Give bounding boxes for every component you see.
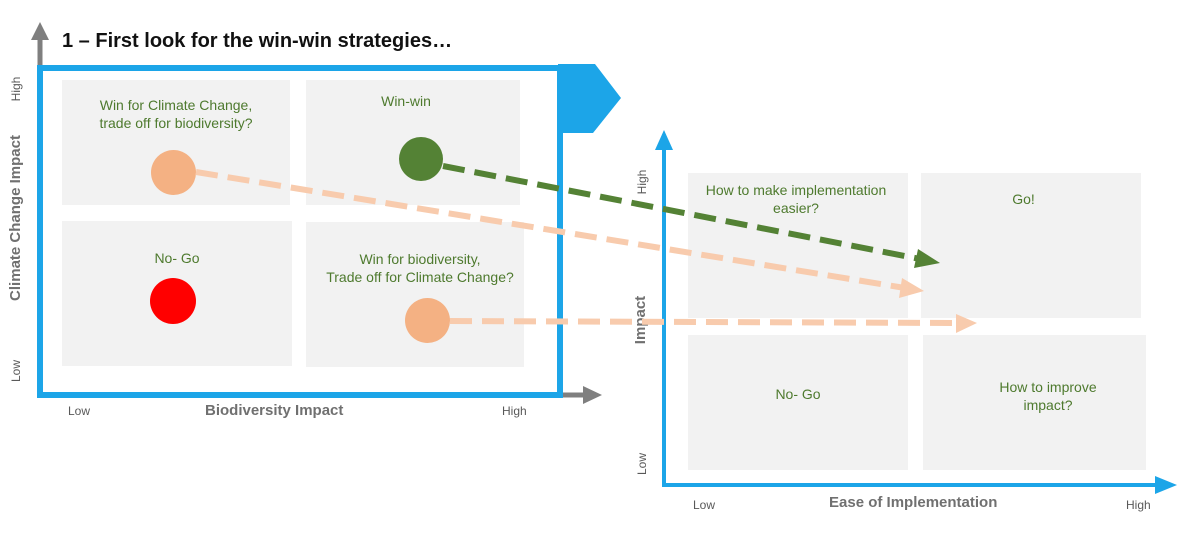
left-quadrant-top-right-label: Win-win bbox=[381, 93, 431, 109]
right-quadrant-top-right-label: Go! bbox=[1012, 191, 1035, 207]
right-x-axis-low-label: Low bbox=[693, 498, 716, 512]
left-frame-flag bbox=[558, 64, 621, 133]
left-x-axis-low-label: Low bbox=[68, 404, 91, 418]
right-quadrant-bottom-right bbox=[923, 335, 1146, 470]
diagram-title: 1 – First look for the win-win strategie… bbox=[62, 30, 453, 52]
right-y-axis-arrowhead bbox=[655, 130, 673, 150]
left-quadrant-bottom-left-label: No- Go bbox=[154, 250, 200, 266]
right-quadrant-bottom-right-label: How to improve impact? bbox=[999, 379, 1097, 413]
left-y-axis-arrowhead bbox=[31, 22, 49, 40]
left-x-axis-arrowhead bbox=[583, 386, 602, 404]
trade-off-biodiversity-dot bbox=[405, 298, 450, 343]
climate-tradeoff-arrowhead bbox=[899, 278, 924, 298]
climate-tradeoff-arrow-line bbox=[195, 169, 906, 291]
left-x-axis-title: Biodiversity Impact bbox=[205, 402, 344, 419]
right-quadrant-bottom-left-label: No- Go bbox=[775, 386, 821, 402]
left-quadrant-top-left-label: Win for Climate Change, trade off for bi… bbox=[99, 97, 253, 131]
left-x-axis-high-label: High bbox=[502, 404, 527, 418]
left-quadrant-bottom-right bbox=[306, 222, 524, 367]
win-win-arrowhead bbox=[914, 249, 940, 268]
win-win-arrow-line bbox=[442, 163, 921, 262]
no-go-dot bbox=[150, 278, 196, 324]
right-quadrant-bottom-left bbox=[688, 335, 908, 470]
right-x-axis-title: Ease of Implementation bbox=[829, 494, 998, 511]
right-x-axis-arrowhead bbox=[1155, 476, 1177, 494]
left-quadrant-bottom-right-label: Win for biodiversity, Trade off for Clim… bbox=[326, 251, 514, 285]
biodiversity-tradeoff-arrow-line bbox=[449, 318, 959, 326]
win-win-dot bbox=[399, 137, 443, 181]
biodiversity-tradeoff-arrowhead bbox=[956, 314, 977, 333]
right-quadrant-top-left bbox=[688, 173, 908, 318]
right-x-axis-high-label: High bbox=[1126, 498, 1151, 512]
trade-off-climate-dot bbox=[151, 150, 196, 195]
right-quadrant-top-left-label: How to make implementation easier? bbox=[705, 182, 887, 216]
right-quadrant-top-right bbox=[921, 173, 1141, 318]
